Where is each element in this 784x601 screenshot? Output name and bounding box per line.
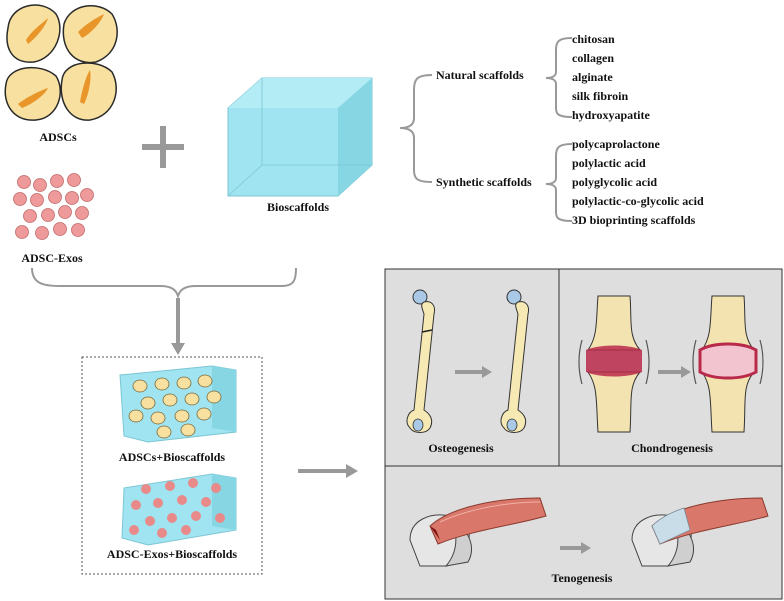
adsc-exos-bioscaffolds-label: ADSC-Exos+Bioscaffolds (107, 547, 238, 561)
osteogenesis-label: Osteogenesis (428, 441, 494, 455)
exosome-cluster (13, 173, 94, 240)
adscs-bioscaffolds-label: ADSCs+Bioscaffolds (119, 450, 226, 464)
combine-brace (31, 267, 297, 300)
list-item: polyglycolic acid (572, 175, 657, 189)
injured-tendon (409, 497, 547, 567)
synthetic-scaffold-list: polycaprolactone polylactic acid polygly… (572, 137, 704, 227)
right-arrow-icon (455, 366, 492, 378)
list-item: polycaprolactone (572, 137, 660, 151)
scaffold-brace (399, 37, 573, 222)
damaged-joint (578, 295, 650, 433)
list-item: alginate (572, 70, 613, 84)
list-item: polylactic-co-glycolic acid (572, 194, 704, 208)
adsc-cells-illustration (4, 4, 118, 121)
right-arrow-icon (298, 464, 358, 478)
combination-box (81, 356, 263, 575)
bioscaffold-block (227, 77, 373, 197)
natural-scaffolds-label: Natural scaffolds (436, 68, 524, 82)
chondrogenesis-label: Chondrogenesis (631, 441, 713, 455)
adsc-exos-label: ADSC-Exos (21, 251, 83, 265)
right-arrow-icon (658, 366, 691, 378)
adscs-label: ADSCs (39, 130, 77, 144)
list-item: silk fibroin (572, 89, 628, 103)
list-item: polylactic acid (572, 156, 646, 170)
synthetic-scaffolds-label: Synthetic scaffolds (436, 175, 532, 189)
healed-tendon (631, 497, 769, 567)
adsc-cell (6, 4, 61, 63)
right-arrow-icon (560, 542, 591, 554)
plus-icon (142, 126, 184, 168)
healed-femur (500, 289, 529, 433)
adsc-cell (4, 66, 61, 121)
fractured-femur (406, 289, 435, 433)
adscs-scaffold-block (119, 365, 237, 443)
list-item: 3D bioprinting scaffolds (572, 213, 696, 227)
down-arrow-icon (171, 298, 185, 355)
bioscaffolds-label: Bioscaffolds (267, 200, 329, 214)
adsc-cell (60, 62, 117, 121)
list-item: chitosan (572, 32, 615, 46)
list-item: hydroxyapatite (572, 108, 650, 122)
exos-scaffold-block (121, 473, 237, 546)
list-item: collagen (572, 51, 614, 65)
tenogenesis-label: Tenogenesis (552, 571, 613, 585)
natural-scaffold-list: chitosan collagen alginate silk fibroin … (572, 32, 650, 122)
adsc-cell (62, 5, 118, 64)
healed-joint (692, 295, 764, 433)
